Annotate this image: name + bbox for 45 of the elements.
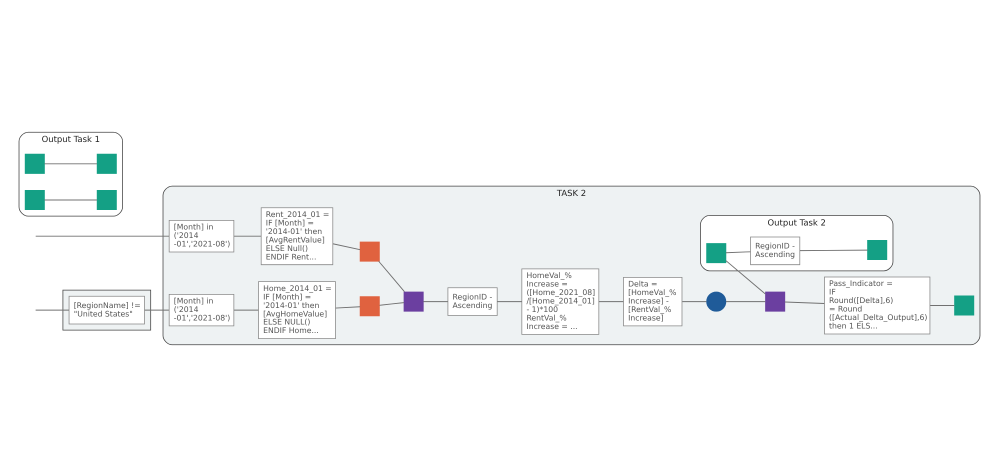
node-box <box>765 291 786 312</box>
connector <box>35 235 170 236</box>
connector <box>682 300 707 302</box>
connector <box>378 260 405 292</box>
node-box: [Month] in ('2014 -01','2021-08') <box>168 293 234 326</box>
node-box <box>360 241 380 262</box>
node-box <box>24 153 45 174</box>
connector <box>44 199 98 200</box>
connector <box>234 235 262 236</box>
connector <box>44 162 98 164</box>
connector <box>35 309 70 310</box>
connector <box>379 302 404 306</box>
connector <box>496 300 522 302</box>
connector <box>930 304 955 306</box>
node-box <box>706 242 726 263</box>
node-box: [RegionName] != "United States" <box>68 295 145 324</box>
connector <box>335 306 361 308</box>
node-box: Home_2014_01 = IF [Month] = '2014-01' then [AvgHomeValue] ELSE NULL() ENDIF Home... <box>258 280 336 338</box>
cluster <box>62 289 152 330</box>
connector <box>422 300 448 302</box>
node-box <box>96 153 117 174</box>
connector <box>332 242 361 250</box>
connector <box>726 300 766 302</box>
connector <box>726 260 766 294</box>
node-box <box>24 190 45 210</box>
node-box: Rent_2014_01 = IF [Month] = '2014-01' then [AvgRentValue] ELSE Null() ENDIF Rent... <box>260 206 334 265</box>
node-box <box>96 190 117 210</box>
node-box: Pass_Indicator = IF Round([Delta],6) = Round ([Actual_Delta_Output],6) then 1 ELS... <box>824 276 930 334</box>
connector <box>234 309 259 310</box>
connector <box>800 249 868 251</box>
connector <box>784 301 825 304</box>
node-circle <box>706 291 726 312</box>
node-box <box>867 240 888 260</box>
connector <box>144 309 170 310</box>
node-box: RegionID - Ascending <box>448 286 498 316</box>
connector <box>726 250 751 253</box>
node-box: Delta = [HomeVal_% Increase] - [RentVal_% Increase] <box>623 276 682 326</box>
node-box: HomeVal_% Increase = ([Home_2021_08] /[Home_2014_01] - 1)*100 RentVal_% Increase = ... <box>521 268 600 334</box>
node-box: RegionID - Ascending <box>750 236 800 265</box>
node-box <box>360 296 380 316</box>
node-box <box>404 291 424 312</box>
node-box: [Month] in ('2014 -01','2021-08') <box>168 220 234 252</box>
node-box <box>954 294 974 315</box>
cluster: Output Task 1 <box>18 131 123 216</box>
connector <box>598 300 624 302</box>
